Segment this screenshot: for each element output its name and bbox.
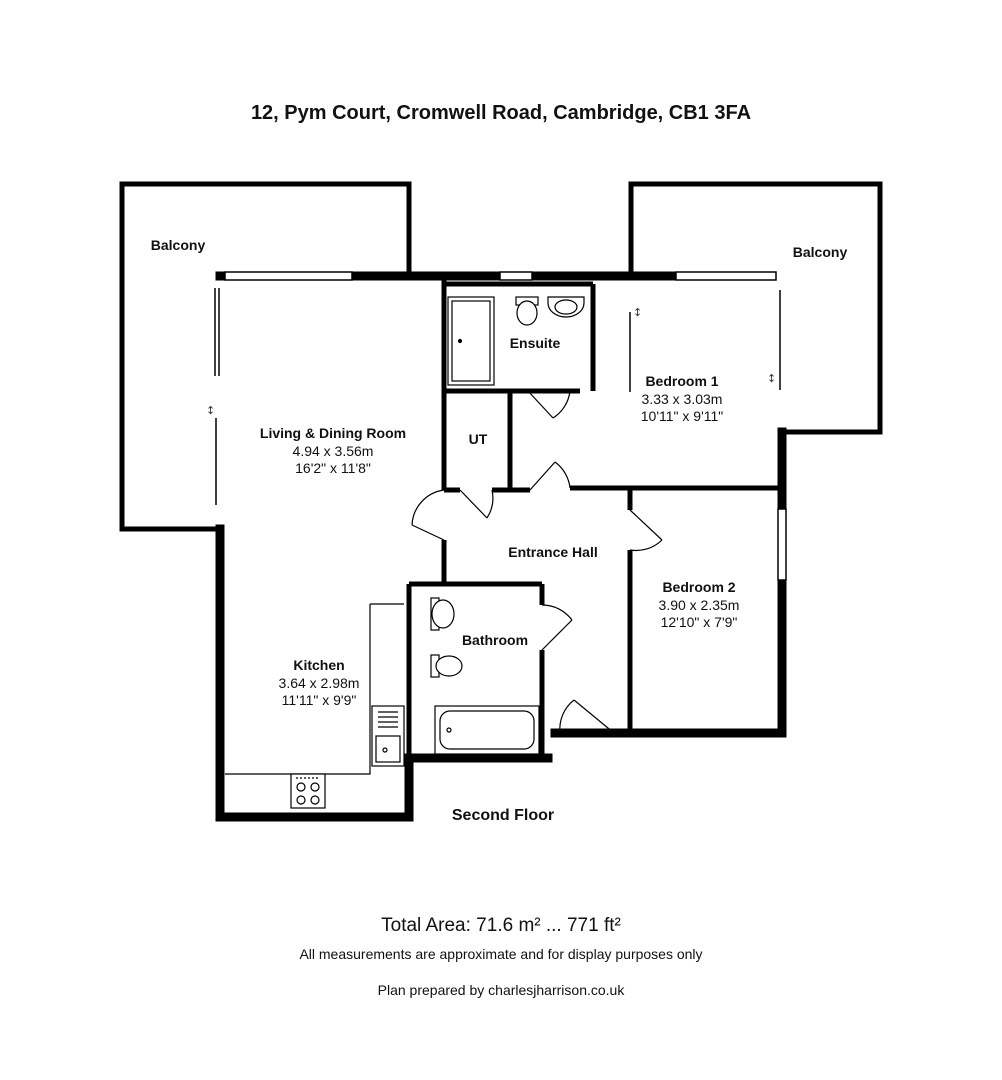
bathroom-basin-icon (430, 597, 455, 631)
ensuite-toilet-icon (515, 296, 539, 326)
ensuite-basin-icon (547, 296, 585, 318)
total-area: Total Area: 71.6 m² ... 771 ft² (381, 915, 621, 936)
windows (224, 271, 787, 581)
kitchen-imperial: 11'11" x 9'9" (282, 692, 357, 708)
disclaimer: All measurements are approximate and for… (299, 946, 703, 962)
svg-text:↕: ↕ (633, 306, 642, 319)
sliding-doors (214, 288, 781, 505)
sliding-door-arrows: ↕ ↕ ↕ (206, 306, 776, 417)
living-room-metric: 4.94 x 3.56m (293, 443, 374, 459)
svg-text:↕: ↕ (206, 404, 215, 417)
bedroom1-label: Bedroom 1 (645, 373, 718, 389)
bedroom2-imperial: 12'10" x 7'9" (661, 614, 738, 630)
bathroom-label: Bathroom (462, 632, 528, 648)
living-room-label: Living & Dining Room (260, 425, 406, 441)
kitchen-metric: 3.64 x 2.98m (279, 675, 360, 691)
exterior-walls (215, 271, 787, 822)
kitchen-label: Kitchen (293, 657, 344, 673)
bathtub-icon (434, 705, 540, 755)
floor-name-label: Second Floor (452, 807, 554, 824)
bedroom2-label: Bedroom 2 (662, 579, 735, 595)
living-room-imperial: 16'2" x 11'8" (295, 460, 371, 476)
entrance-hall-label: Entrance Hall (508, 544, 597, 560)
balcony-right-label: Balcony (793, 244, 848, 260)
plan-title: 12, Pym Court, Cromwell Road, Cambridge,… (250, 102, 752, 124)
svg-text:↕: ↕ (767, 372, 776, 385)
balcony-left-label: Balcony (151, 237, 206, 253)
bedroom2-metric: 3.90 x 2.35m (659, 597, 740, 613)
bedroom1-metric: 3.33 x 3.03m (642, 391, 723, 407)
bedroom1-imperial: 10'11" x 9'11" (641, 408, 724, 424)
door-swings (411, 390, 663, 734)
balcony-left-outline (119, 181, 412, 532)
balcony-right-outline (628, 181, 883, 435)
kitchen-worktop (225, 603, 404, 775)
room-labels: Balcony Balcony Ensuite UT Living & Dini… (151, 237, 848, 824)
interior-walls (406, 280, 782, 760)
prepared-by: Plan prepared by charlesjharrison.co.uk (377, 982, 625, 998)
kitchen-sink-icon (371, 705, 405, 767)
ut-label: UT (469, 431, 488, 447)
shower-tray (447, 296, 495, 386)
ensuite-label: Ensuite (510, 335, 561, 351)
bathroom-toilet-icon (430, 654, 463, 678)
hob-icon (290, 773, 326, 809)
